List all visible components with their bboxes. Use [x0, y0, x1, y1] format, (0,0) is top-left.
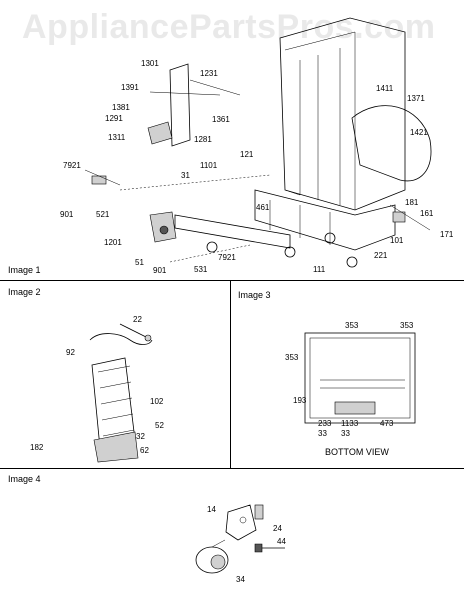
- image3-drawing: 353 353 353 193 233 33 1133 33 473: [285, 321, 416, 438]
- bracket-7921: [91, 175, 107, 185]
- divider-vertical: [230, 281, 231, 468]
- bottom-view-caption: BOTTOM VIEW: [325, 447, 389, 457]
- callout-1291: 1291: [105, 114, 123, 123]
- callout-1381: 1381: [112, 103, 130, 112]
- front-grille: [174, 214, 291, 249]
- callout-182: 182: [30, 443, 44, 452]
- divider-middle: [0, 468, 464, 469]
- callout-901b: 901: [153, 266, 167, 275]
- callout-1371: 1371: [407, 94, 425, 103]
- callout-7921b: 7921: [218, 253, 236, 262]
- panel-label-image1: Image 1: [8, 265, 41, 275]
- callout-221: 221: [374, 251, 388, 260]
- roller-101: [324, 232, 336, 244]
- callout-51: 51: [135, 258, 144, 267]
- callout-24: 24: [273, 524, 282, 533]
- callout-1231: 1231: [200, 69, 218, 78]
- callout-1101: 1101: [200, 161, 218, 170]
- cabinet-body: [279, 17, 406, 211]
- callout-1201: 1201: [104, 238, 122, 247]
- evaporator-cover: [351, 105, 432, 182]
- condenser-tube-92: [89, 333, 153, 345]
- callout-901a: 901: [60, 210, 74, 219]
- callout-181: 181: [405, 198, 419, 207]
- callout-353a: 353: [345, 321, 359, 330]
- callout-161: 161: [420, 209, 434, 218]
- image2-drawing: 22 92 102 52 182 32 62: [30, 315, 164, 463]
- callout-1281: 1281: [194, 135, 212, 144]
- panel-label-image2: Image 2: [8, 287, 41, 297]
- callout-7921a: 7921: [63, 161, 81, 170]
- divider-top: [0, 280, 464, 281]
- callout-102: 102: [150, 397, 164, 406]
- callout-1391: 1391: [121, 83, 139, 92]
- callout-1421: 1421: [410, 128, 428, 137]
- callout-14: 14: [207, 505, 216, 514]
- bottom-view-pan: [334, 401, 376, 415]
- panel-label-image3: Image 3: [238, 290, 271, 300]
- callout-92: 92: [66, 348, 75, 357]
- callout-121: 121: [240, 150, 254, 159]
- callout-1361: 1361: [212, 115, 230, 124]
- callout-353b: 353: [400, 321, 414, 330]
- condenser-drain-pan: [93, 431, 139, 463]
- bottom-frame: [254, 189, 396, 251]
- roller-531: [206, 241, 218, 253]
- image4-drawing: 14 24 44 34: [195, 504, 286, 584]
- callout-32: 32: [136, 432, 145, 441]
- callout-1311: 1311: [108, 133, 126, 142]
- clip-24: [254, 504, 264, 520]
- callout-521: 521: [96, 210, 110, 219]
- bracket-161: [392, 211, 406, 223]
- callout-34: 34: [236, 575, 245, 584]
- callout-531: 531: [194, 265, 208, 274]
- roller-221: [346, 256, 358, 268]
- callout-62: 62: [140, 446, 149, 455]
- hinge-bracket: [169, 63, 191, 147]
- callout-353c: 353: [285, 353, 299, 362]
- roller-111: [284, 246, 296, 258]
- bottom-view-frame: [304, 332, 416, 424]
- watermark: AppliancePartsPros.com: [22, 8, 436, 46]
- panel-label-image4: Image 4: [8, 474, 41, 484]
- callout-1301: 1301: [141, 59, 159, 68]
- hinge-plate: [147, 121, 173, 145]
- callout-44: 44: [277, 537, 286, 546]
- image1-drawing: 1301 1231 1391 1381 1291 1361 1311 1281 …: [60, 17, 454, 275]
- callout-193: 193: [293, 396, 307, 405]
- callout-461: 461: [256, 203, 270, 212]
- callout-1411: 1411: [376, 84, 394, 93]
- callout-52: 52: [155, 421, 164, 430]
- roller-bracket-14: [225, 504, 257, 541]
- callout-33a: 33: [318, 429, 327, 438]
- callout-22: 22: [133, 315, 142, 324]
- callout-31: 31: [181, 171, 190, 180]
- callout-111: 111: [313, 265, 326, 274]
- callout-101: 101: [390, 236, 404, 245]
- callout-473: 473: [380, 419, 394, 428]
- callout-233: 233: [318, 419, 332, 428]
- callout-33b: 33: [341, 429, 350, 438]
- callout-171: 171: [440, 230, 454, 239]
- callout-1133: 1133: [341, 419, 359, 428]
